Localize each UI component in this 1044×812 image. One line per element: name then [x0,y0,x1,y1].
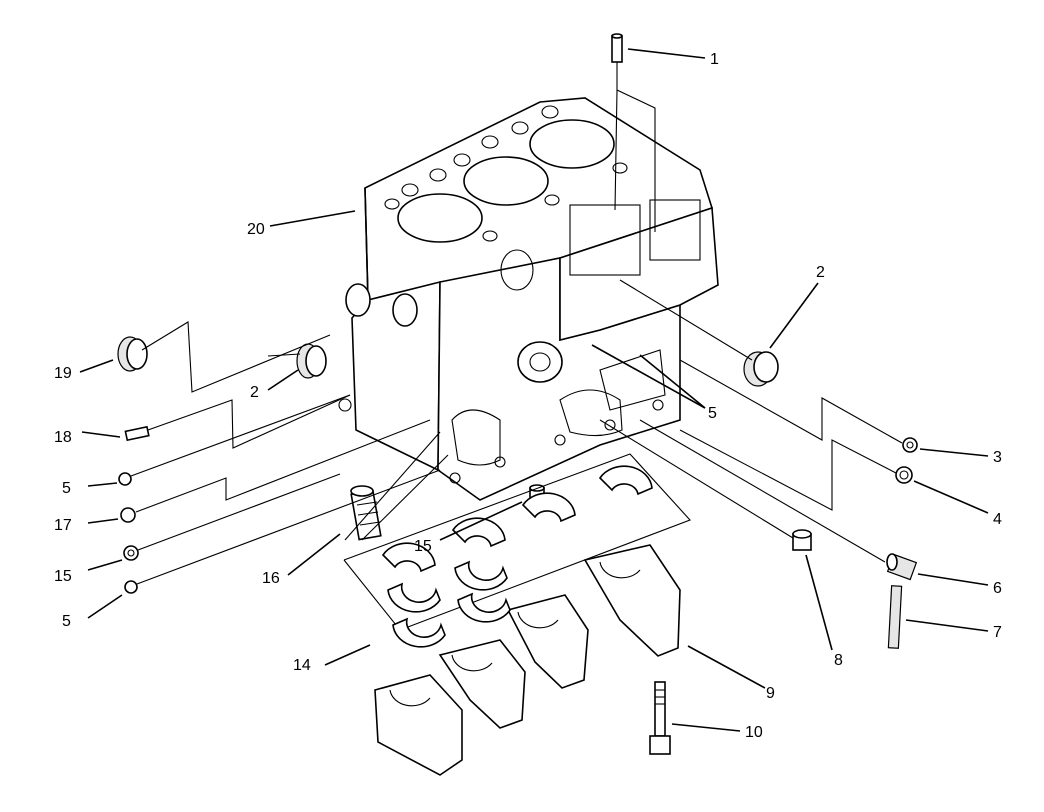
callout-16: 16 [262,570,280,587]
leader-lines [79,48,989,732]
seal-ring-2-left [296,343,327,379]
seal-ring-2-right [743,351,779,387]
callout-8: 8 [834,652,843,669]
callout-7: 7 [993,624,1002,641]
callout-17: 17 [54,517,72,534]
plug-4 [895,466,913,484]
callout-18: 18 [54,429,72,446]
callout-1: 1 [710,51,719,68]
plug-3 [902,437,918,453]
plug-5-b [124,580,138,594]
callout-5-left-b: 5 [62,613,71,630]
callout-14: 14 [293,657,311,674]
callout-2-right: 2 [816,264,825,281]
plug-15-a [123,545,139,561]
pin-18 [124,425,150,442]
cup-plug-8 [792,529,812,551]
bushing-16 [350,485,382,541]
callout-2-left: 2 [250,384,259,401]
callout-19: 19 [54,365,72,382]
seal-ring-19 [117,336,148,372]
callout-15-center: 15 [414,538,432,555]
main-bearing-caps [374,544,681,776]
callout-4: 4 [993,511,1002,528]
upper-bearing-shells [343,453,691,631]
callout-9: 9 [766,685,775,702]
callout-10: 10 [745,724,763,741]
callout-20: 20 [247,221,265,238]
callout-3: 3 [993,449,1002,466]
callout-5-center: 5 [708,405,717,422]
callout-6: 6 [993,580,1002,597]
dowel-pin-1 [611,33,623,63]
plug-17 [120,507,136,523]
plug-5-a [118,472,132,486]
callout-15-left: 15 [54,568,72,585]
center-lines [130,62,903,585]
rod-7 [887,585,903,649]
cylinder-block [338,97,719,501]
callout-5-left-a: 5 [62,480,71,497]
bolt-10 [649,681,671,755]
plug-6 [886,553,918,581]
callout-labels: 1 20 2 19 2 5 18 3 5 4 17 15 15 16 6 5 7… [54,51,1002,741]
